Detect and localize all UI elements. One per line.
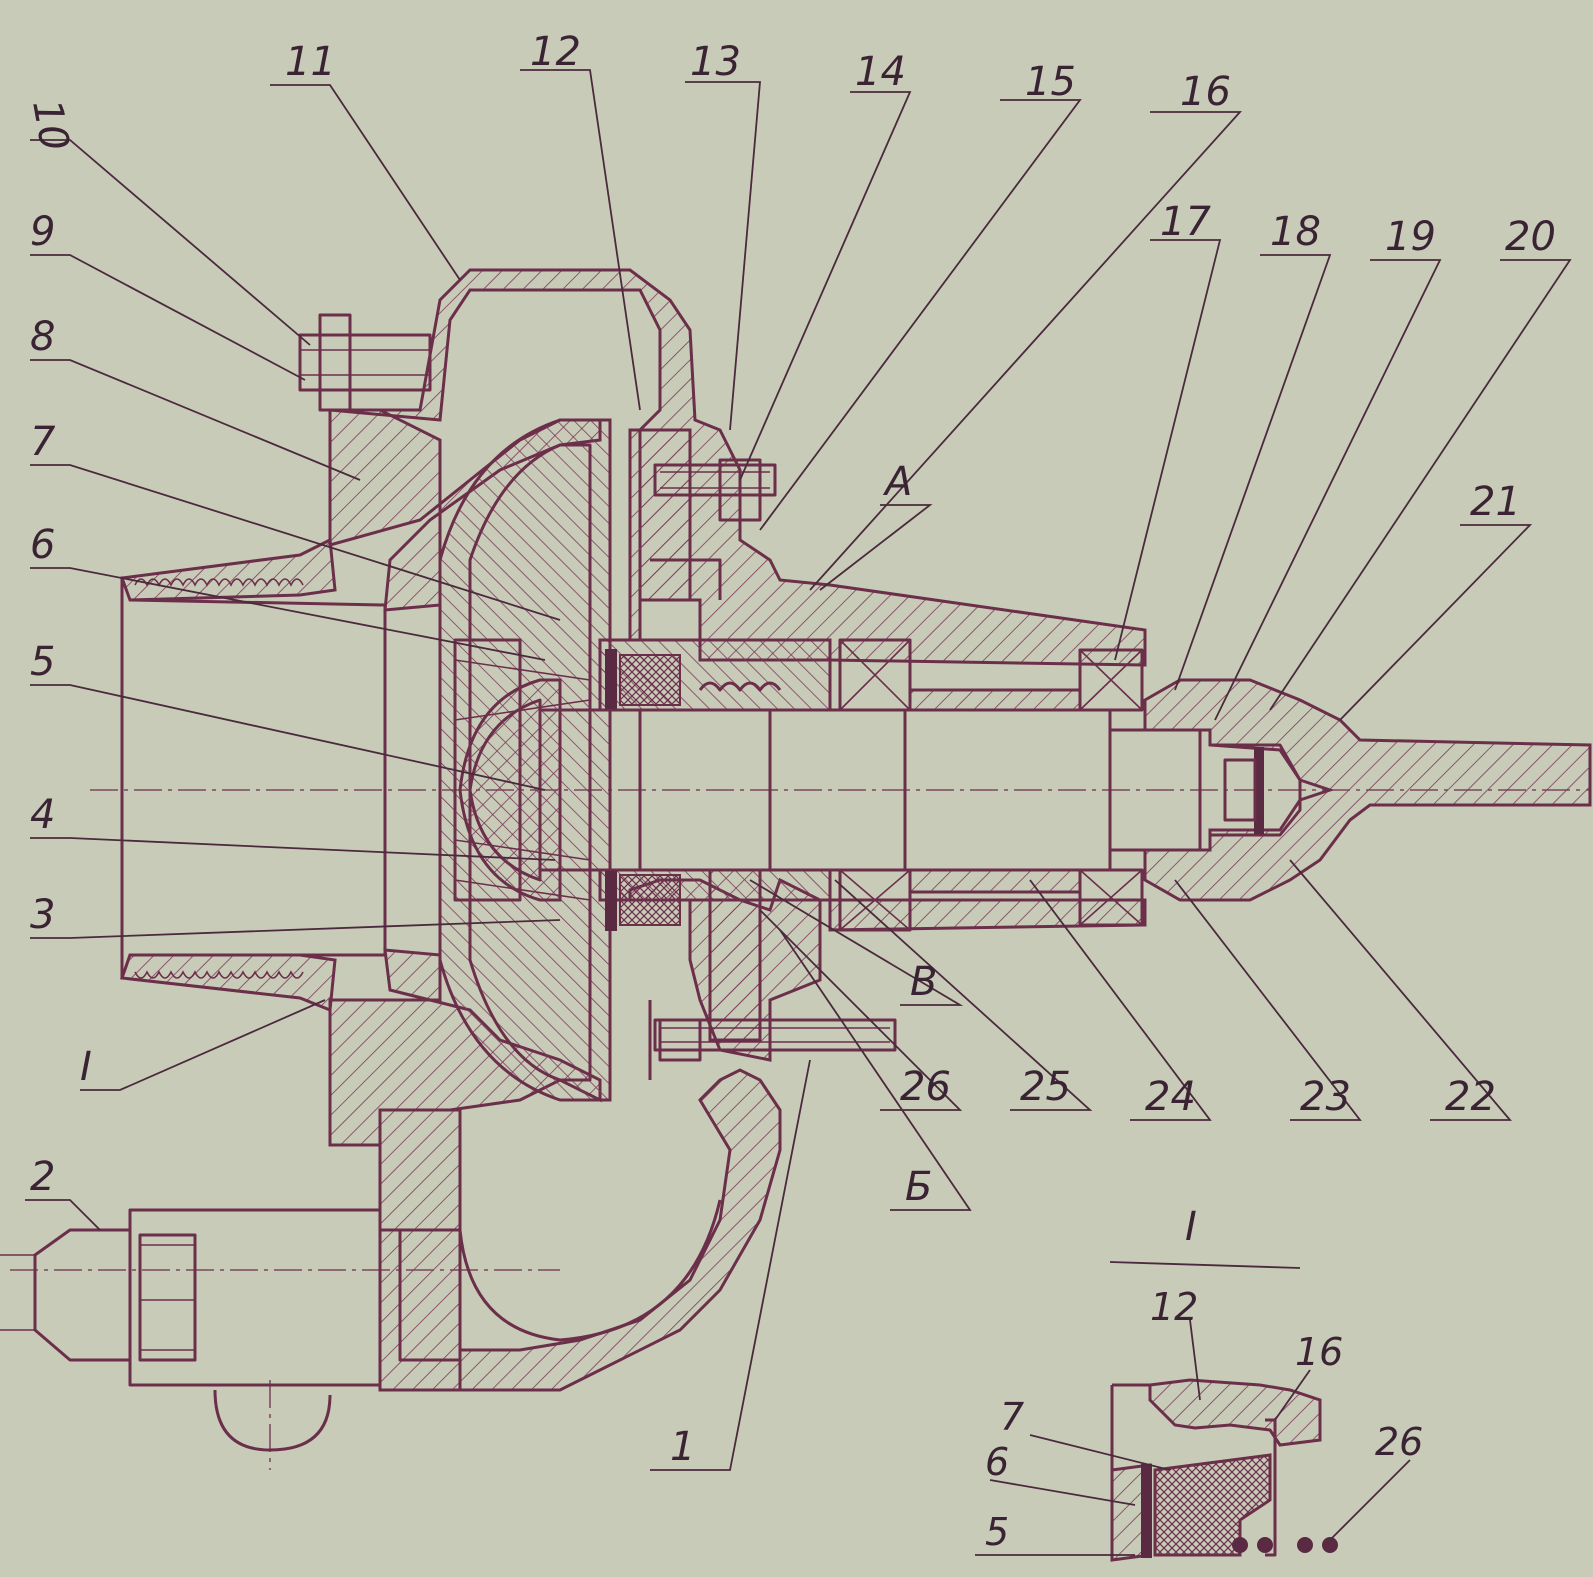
seal-housing xyxy=(598,428,897,1080)
callout-25: 25 xyxy=(1020,1064,1071,1110)
leader-lines xyxy=(25,69,1572,1471)
pump-casing xyxy=(328,268,1147,1392)
callout-15: 15 xyxy=(1025,59,1076,105)
callout-5: 5 xyxy=(30,639,55,685)
callout-11: 11 xyxy=(285,39,336,85)
shaft xyxy=(538,708,1202,872)
callout-9: 9 xyxy=(30,209,55,255)
callout-6: 6 xyxy=(30,522,55,568)
detail-label-7: 7 xyxy=(1000,1395,1024,1439)
callout-2: 2 xyxy=(30,1154,55,1200)
detail-title: I xyxy=(1185,1204,1197,1250)
callout-A: A xyxy=(882,459,912,505)
studs-and-bolts xyxy=(298,313,762,1062)
callout-21: 21 xyxy=(1470,479,1521,525)
detail-label-16: 16 xyxy=(1295,1330,1343,1374)
detail-view-I: I 7 12 16 6 26 5 xyxy=(975,1204,1423,1562)
callout-16: 16 xyxy=(1180,69,1231,115)
callout-12: 12 xyxy=(530,29,581,75)
callout-17: 17 xyxy=(1160,199,1211,245)
callout-22: 22 xyxy=(1445,1074,1496,1120)
inlet-nozzle xyxy=(119,537,387,1013)
detail-label-12: 12 xyxy=(1150,1285,1198,1329)
callouts-top: 11 12 13 14 15 16 17 18 19 20 xyxy=(285,29,1556,260)
detail-label-26: 26 xyxy=(1375,1420,1423,1464)
callout-1: 1 xyxy=(670,1424,695,1470)
callout-8: 8 xyxy=(30,314,55,360)
callouts-right: A 21 22 23 24 25 26 В Б 1 xyxy=(670,459,1521,1470)
callout-14: 14 xyxy=(855,49,906,95)
callout-18: 18 xyxy=(1270,209,1321,255)
callouts-left: 10 9 8 7 6 5 4 3 I 2 xyxy=(23,96,92,1200)
callout-I: I xyxy=(80,1044,92,1090)
coupling-flange xyxy=(1143,678,1592,902)
callout-B: Б xyxy=(905,1164,932,1210)
callout-19: 19 xyxy=(1385,214,1436,260)
impeller xyxy=(438,418,612,1102)
outlet-nozzle xyxy=(0,1208,382,1470)
callout-7: 7 xyxy=(30,419,56,465)
callout-13: 13 xyxy=(690,39,741,85)
callout-10: 10 xyxy=(23,96,77,154)
callout-24: 24 xyxy=(1145,1074,1196,1120)
callout-26: 26 xyxy=(900,1064,951,1110)
callout-V: В xyxy=(910,959,937,1005)
detail-label-6: 6 xyxy=(985,1440,1009,1484)
callout-4: 4 xyxy=(30,792,55,838)
callout-23: 23 xyxy=(1300,1074,1351,1120)
callout-20: 20 xyxy=(1505,214,1556,260)
detail-label-5: 5 xyxy=(985,1510,1009,1554)
bearing-assembly xyxy=(838,638,1144,932)
callout-3: 3 xyxy=(30,892,55,938)
